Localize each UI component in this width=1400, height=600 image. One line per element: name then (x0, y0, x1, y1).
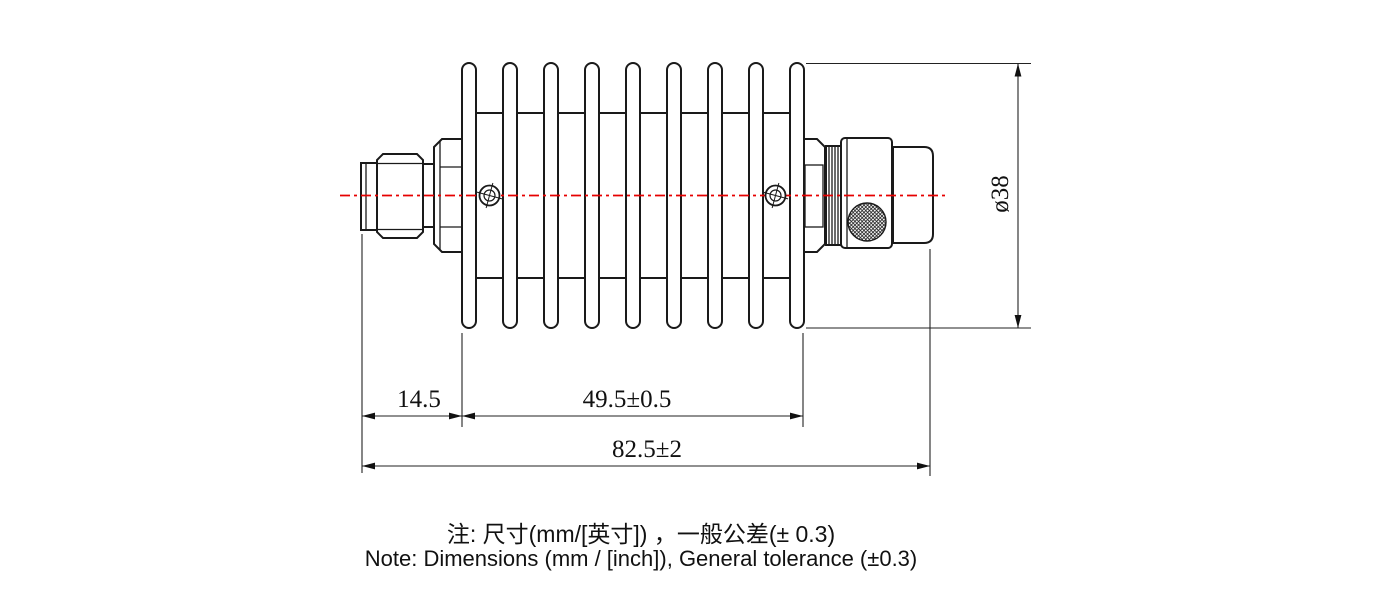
arrow-right-icon (449, 412, 462, 420)
note-line-english: Note: Dimensions (mm / [inch]), General … (365, 546, 918, 571)
dimension-annotations: 14.5 49.5±0.5 82.5±2 ø38 (361, 62, 1031, 476)
note-line-chinese: 注: 尺寸(mm/[英寸]) ，一般公差(± 0.3) (447, 521, 835, 547)
arrow-left-icon (362, 462, 375, 470)
dim-label-diameter: ø38 (987, 175, 1014, 213)
screw-inner-circle (483, 189, 496, 202)
screw-mark-left (476, 182, 503, 209)
arrow-right-icon (790, 412, 803, 420)
knurled-hole (847, 202, 887, 242)
dim-label-left-connector: 14.5 (397, 386, 441, 413)
dim-label-heatsink-length: 49.5±0.5 (583, 386, 672, 413)
arrow-left-icon (462, 412, 475, 420)
screw-cross-v (485, 182, 494, 209)
arrow-up-icon (1014, 63, 1022, 77)
right-connector (802, 137, 934, 253)
arrow-left-icon (362, 412, 375, 420)
screw-cross-v (771, 182, 780, 209)
drawing-notes: 注: 尺寸(mm/[英寸]) ，一般公差(± 0.3) Note: Dimens… (365, 521, 918, 571)
left-connector-barrel (360, 162, 378, 231)
screw-mark-right (762, 182, 789, 209)
screw-inner-circle (769, 189, 782, 202)
left-hex-nut (376, 153, 424, 239)
arrow-down-icon (1014, 315, 1022, 328)
arrow-right-icon (917, 462, 930, 470)
dim-label-overall-length: 82.5±2 (612, 436, 682, 463)
